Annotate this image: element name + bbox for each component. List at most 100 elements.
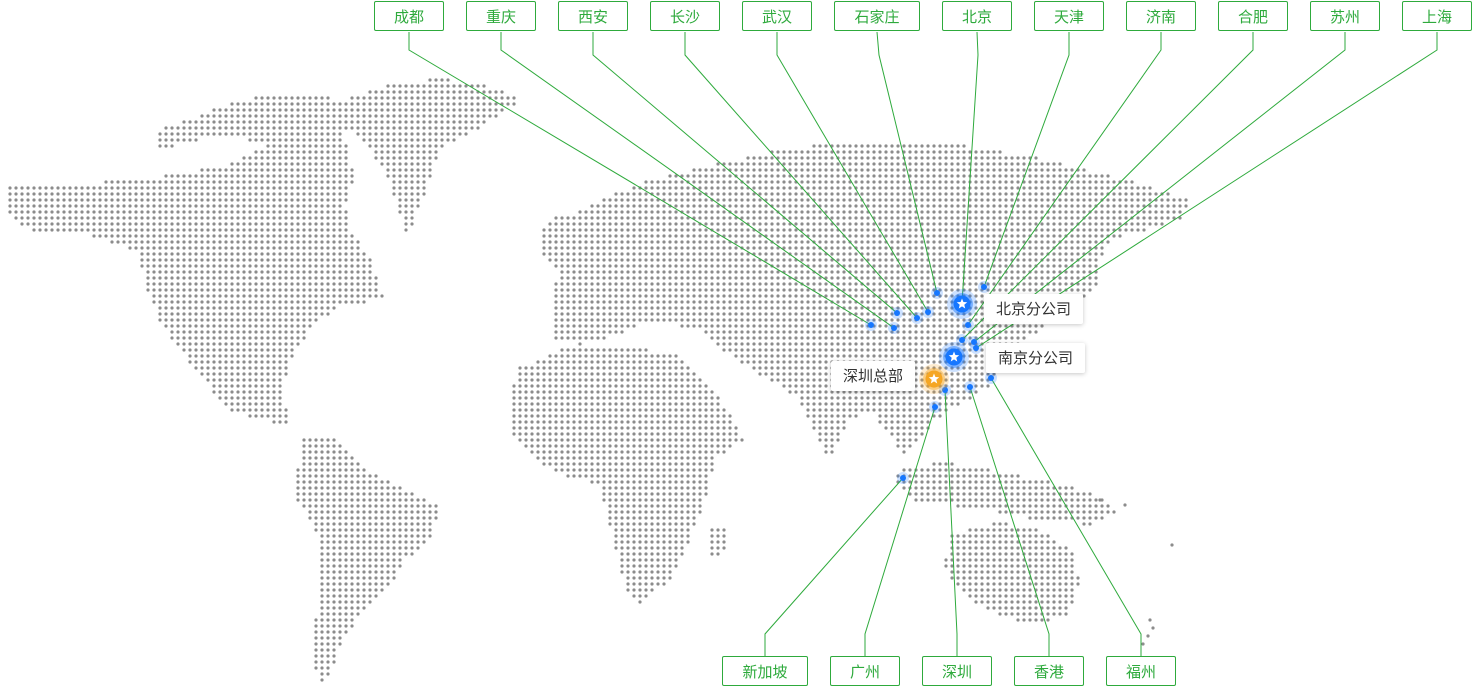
map-dot bbox=[560, 222, 564, 226]
map-dot bbox=[332, 246, 336, 250]
map-dot bbox=[446, 120, 450, 124]
map-dot bbox=[974, 240, 978, 244]
map-dot bbox=[698, 168, 702, 172]
map-dot bbox=[932, 300, 936, 304]
map-dot bbox=[74, 204, 78, 208]
map-dot bbox=[254, 228, 258, 232]
map-dot bbox=[284, 156, 288, 160]
map-dot bbox=[968, 216, 972, 220]
map-dot bbox=[194, 282, 198, 286]
map-dot bbox=[944, 240, 948, 244]
map-dot bbox=[914, 366, 918, 370]
map-dot bbox=[830, 198, 834, 202]
map-dot bbox=[782, 300, 786, 304]
map-dot bbox=[596, 366, 600, 370]
map-dot bbox=[554, 324, 558, 328]
map-dot bbox=[494, 108, 498, 112]
map-dot bbox=[284, 306, 288, 310]
map-dot bbox=[320, 168, 324, 172]
map-dot bbox=[974, 330, 978, 334]
map-dot bbox=[410, 216, 414, 220]
map-dot bbox=[830, 264, 834, 268]
map-dot bbox=[680, 234, 684, 238]
map-dot bbox=[278, 270, 282, 274]
map-dot bbox=[626, 300, 630, 304]
map-dot bbox=[266, 336, 270, 340]
map-dot bbox=[1046, 228, 1050, 232]
map-dot bbox=[140, 246, 144, 250]
map-dot bbox=[722, 294, 726, 298]
map-dot bbox=[194, 174, 198, 178]
map-dot bbox=[326, 300, 330, 304]
map-dot bbox=[410, 138, 414, 142]
map-dot bbox=[782, 264, 786, 268]
map-dot bbox=[752, 168, 756, 172]
map-dot bbox=[1040, 276, 1044, 280]
map-dot bbox=[302, 228, 306, 232]
map-dot bbox=[764, 342, 768, 346]
map-dot bbox=[290, 108, 294, 112]
map-dot bbox=[446, 90, 450, 94]
map-dot bbox=[50, 210, 54, 214]
map-dot bbox=[1082, 174, 1086, 178]
map-dot bbox=[938, 180, 942, 184]
map-dot bbox=[962, 318, 966, 322]
map-dot bbox=[764, 366, 768, 370]
map-dot bbox=[398, 186, 402, 190]
map-dot bbox=[860, 348, 864, 352]
map-dot bbox=[902, 276, 906, 280]
map-dot bbox=[1106, 222, 1110, 226]
map-dot bbox=[686, 258, 690, 262]
map-dot bbox=[1154, 216, 1158, 220]
map-dot bbox=[206, 186, 210, 190]
map-dot bbox=[698, 180, 702, 184]
map-dot bbox=[842, 282, 846, 286]
map-dot bbox=[320, 114, 324, 118]
map-dot bbox=[230, 120, 234, 124]
map-dot bbox=[746, 282, 750, 286]
map-dot bbox=[824, 210, 828, 214]
map-dot bbox=[944, 156, 948, 160]
map-dot bbox=[572, 270, 576, 274]
map-dot bbox=[860, 222, 864, 226]
map-dot bbox=[170, 330, 174, 334]
map-dot bbox=[1094, 180, 1098, 184]
map-dot bbox=[38, 192, 42, 196]
map-dot bbox=[182, 222, 186, 226]
map-dot bbox=[644, 300, 648, 304]
map-dot bbox=[728, 192, 732, 196]
map-dot bbox=[710, 192, 714, 196]
map-dot bbox=[698, 294, 702, 298]
map-dot bbox=[314, 264, 318, 268]
map-dot bbox=[206, 294, 210, 298]
map-dot bbox=[968, 336, 972, 340]
map-dot bbox=[794, 246, 798, 250]
map-dot bbox=[878, 306, 882, 310]
map-dot bbox=[980, 204, 984, 208]
map-dot bbox=[674, 306, 678, 310]
map-dot bbox=[572, 258, 576, 262]
map-dot bbox=[596, 324, 600, 328]
map-dot bbox=[656, 354, 660, 358]
map-dot bbox=[20, 222, 24, 226]
map-dot bbox=[1010, 222, 1014, 226]
map-dot bbox=[908, 324, 912, 328]
map-dot bbox=[308, 156, 312, 160]
map-dot bbox=[818, 180, 822, 184]
map-dot bbox=[620, 270, 624, 274]
map-dot bbox=[38, 228, 42, 232]
map-dot bbox=[302, 270, 306, 274]
map-dot bbox=[26, 210, 30, 214]
map-dot bbox=[260, 174, 264, 178]
map-dot bbox=[650, 366, 654, 370]
map-dot bbox=[212, 204, 216, 208]
map-dot bbox=[872, 162, 876, 166]
map-dot bbox=[920, 282, 924, 286]
map-dot bbox=[752, 312, 756, 316]
map-dot bbox=[686, 198, 690, 202]
map-dot bbox=[752, 288, 756, 292]
map-dot bbox=[32, 210, 36, 214]
map-dot bbox=[770, 288, 774, 292]
map-dot bbox=[218, 324, 222, 328]
map-dot bbox=[296, 174, 300, 178]
